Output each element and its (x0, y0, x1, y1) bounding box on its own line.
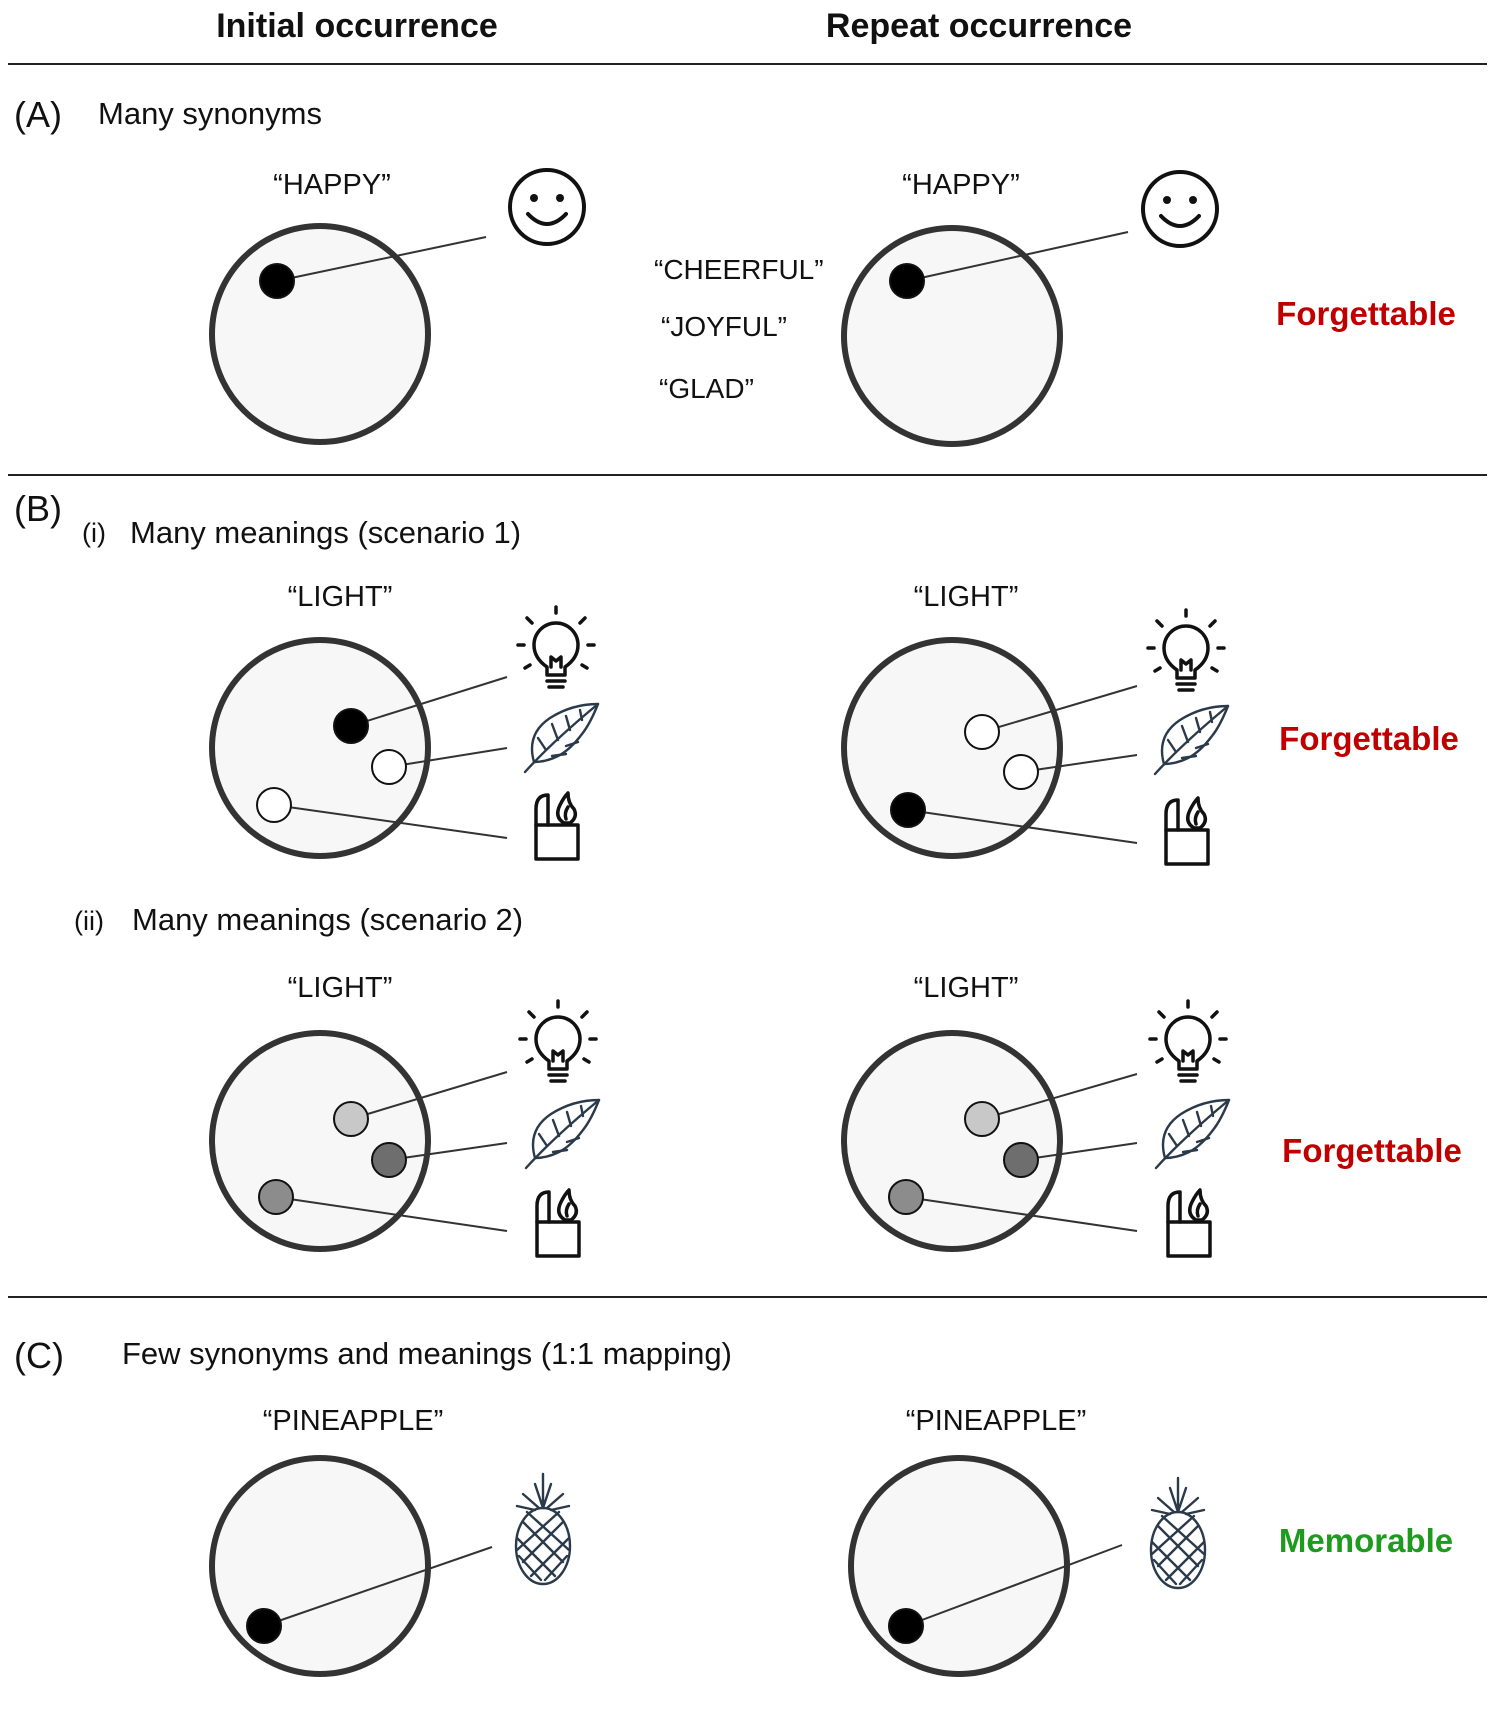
section-b-ii-repeat-dot-feather (1003, 1142, 1039, 1178)
lightbulb-icon (516, 605, 596, 689)
smiley-icon (1141, 170, 1219, 248)
section-b-i-initial-dot-feather (371, 749, 407, 785)
feather-icon (523, 702, 600, 774)
section-a-title: Many synonyms (98, 96, 322, 131)
section-b-i-initial-dot-lighter (256, 787, 292, 823)
section-b-i-repeat-word: “LIGHT” (914, 581, 1019, 613)
section-a-repeat-word: “HAPPY” (902, 169, 1020, 201)
synonym-joyful: “JOYFUL” (661, 311, 787, 342)
lightbulb-icon (1146, 608, 1226, 692)
section-b-i-initial-dot-bulb (333, 708, 369, 744)
section-c-initial-meaning-dot (246, 1608, 282, 1644)
section-b-i-repeat-link-lighter (907, 809, 1138, 844)
section-a-repeat-semantic-space (841, 225, 1063, 447)
synonym-glad: “GLAD” (659, 373, 754, 404)
section-c-title: Few synonyms and meanings (1:1 mapping) (122, 1336, 732, 1371)
section-b-i-initial-link-lighter (273, 804, 508, 839)
section-a-initial-word: “HAPPY” (273, 169, 391, 201)
section-b-ii-repeat-link-feather (1020, 1142, 1138, 1161)
section-b-i-repeat-dot-lighter (890, 792, 926, 828)
lighter-icon (1164, 796, 1210, 866)
synonym-cheerful: “CHEERFUL” (654, 254, 824, 285)
section-a-letter: (A) (14, 94, 62, 135)
section-b-i-initial-link-feather (388, 747, 508, 768)
section-b-ii-repeat-dot-bulb (964, 1101, 1000, 1137)
section-c-letter: (C) (14, 1335, 64, 1376)
section-b-i-repeat-semantic-space (841, 637, 1063, 859)
lightbulb-icon (518, 999, 598, 1083)
lighter-icon (535, 1188, 581, 1258)
section-a-initial-semantic-space (209, 223, 431, 445)
smiley-icon (508, 168, 586, 246)
section-b-i-initial-semantic-space (209, 637, 431, 859)
section-b-i-repeat-link-bulb (981, 685, 1138, 733)
section-c-initial-word: “PINEAPPLE” (263, 1405, 444, 1437)
section-b-i-repeat-dot-feather (1003, 754, 1039, 790)
section-c-initial-semantic-space (209, 1455, 431, 1677)
section-b-i-repeat-link-feather (1020, 754, 1138, 773)
section-b-i-verdict: Forgettable (1279, 720, 1459, 757)
section-b-ii-initial-dot-lighter (258, 1179, 294, 1215)
section-c-repeat-link (905, 1544, 1123, 1627)
pineapple-icon (514, 1472, 572, 1586)
section-a-initial-meaning-dot (259, 263, 295, 299)
section-b-ii-repeat-link-lighter (905, 1196, 1138, 1232)
section-b-letter: (B) (14, 488, 62, 529)
section-b-ii-initial-word: “LIGHT” (288, 972, 393, 1004)
section-b-ii-title: Many meanings (scenario 2) (132, 902, 523, 937)
section-b-ii-initial-link-feather (388, 1142, 508, 1161)
lighter-icon (1166, 1188, 1212, 1258)
section-b-ii-repeat-dot-lighter (888, 1179, 924, 1215)
section-b-ii-initial-semantic-space (209, 1030, 431, 1252)
feather-icon (1154, 1098, 1231, 1170)
section-c-verdict: Memorable (1279, 1522, 1453, 1559)
section-a-repeat-meaning-dot (889, 263, 925, 299)
section-b-i-initial-word: “LIGHT” (288, 581, 393, 613)
lightbulb-icon (1148, 999, 1228, 1083)
section-b-ii-initial-dot-bulb (333, 1101, 369, 1137)
lighter-icon (534, 791, 580, 861)
section-c-initial-link (263, 1546, 493, 1627)
section-b-i-label: (i) (82, 518, 106, 548)
feather-icon (1153, 704, 1230, 776)
section-b-i-initial-link-bulb (350, 676, 508, 727)
section-a-verdict: Forgettable (1276, 295, 1456, 332)
section-b-ii-repeat-word: “LIGHT” (914, 972, 1019, 1004)
pineapple-icon (1149, 1476, 1207, 1590)
column-header-repeat: Repeat occurrence (826, 7, 1132, 45)
feather-icon (524, 1098, 601, 1170)
section-b-i-repeat-dot-bulb (964, 714, 1000, 750)
section-c-repeat-meaning-dot (888, 1608, 924, 1644)
section-b-ii-verdict: Forgettable (1282, 1132, 1462, 1169)
section-b-ii-initial-dot-feather (371, 1142, 407, 1178)
section-b-i-title: Many meanings (scenario 1) (130, 515, 521, 550)
section-a-repeat-link (906, 231, 1129, 282)
section-a-initial-link (276, 236, 487, 282)
section-b-ii-initial-link-bulb (350, 1071, 508, 1120)
section-b-ii-label: (ii) (74, 906, 104, 936)
column-header-initial: Initial occurrence (216, 7, 498, 45)
section-c-repeat-semantic-space (848, 1455, 1070, 1677)
section-b-ii-repeat-link-bulb (981, 1073, 1138, 1120)
section-c-repeat-word: “PINEAPPLE” (906, 1405, 1087, 1437)
section-b-ii-initial-link-lighter (275, 1196, 508, 1232)
section-b-ii-repeat-semantic-space (841, 1030, 1063, 1252)
